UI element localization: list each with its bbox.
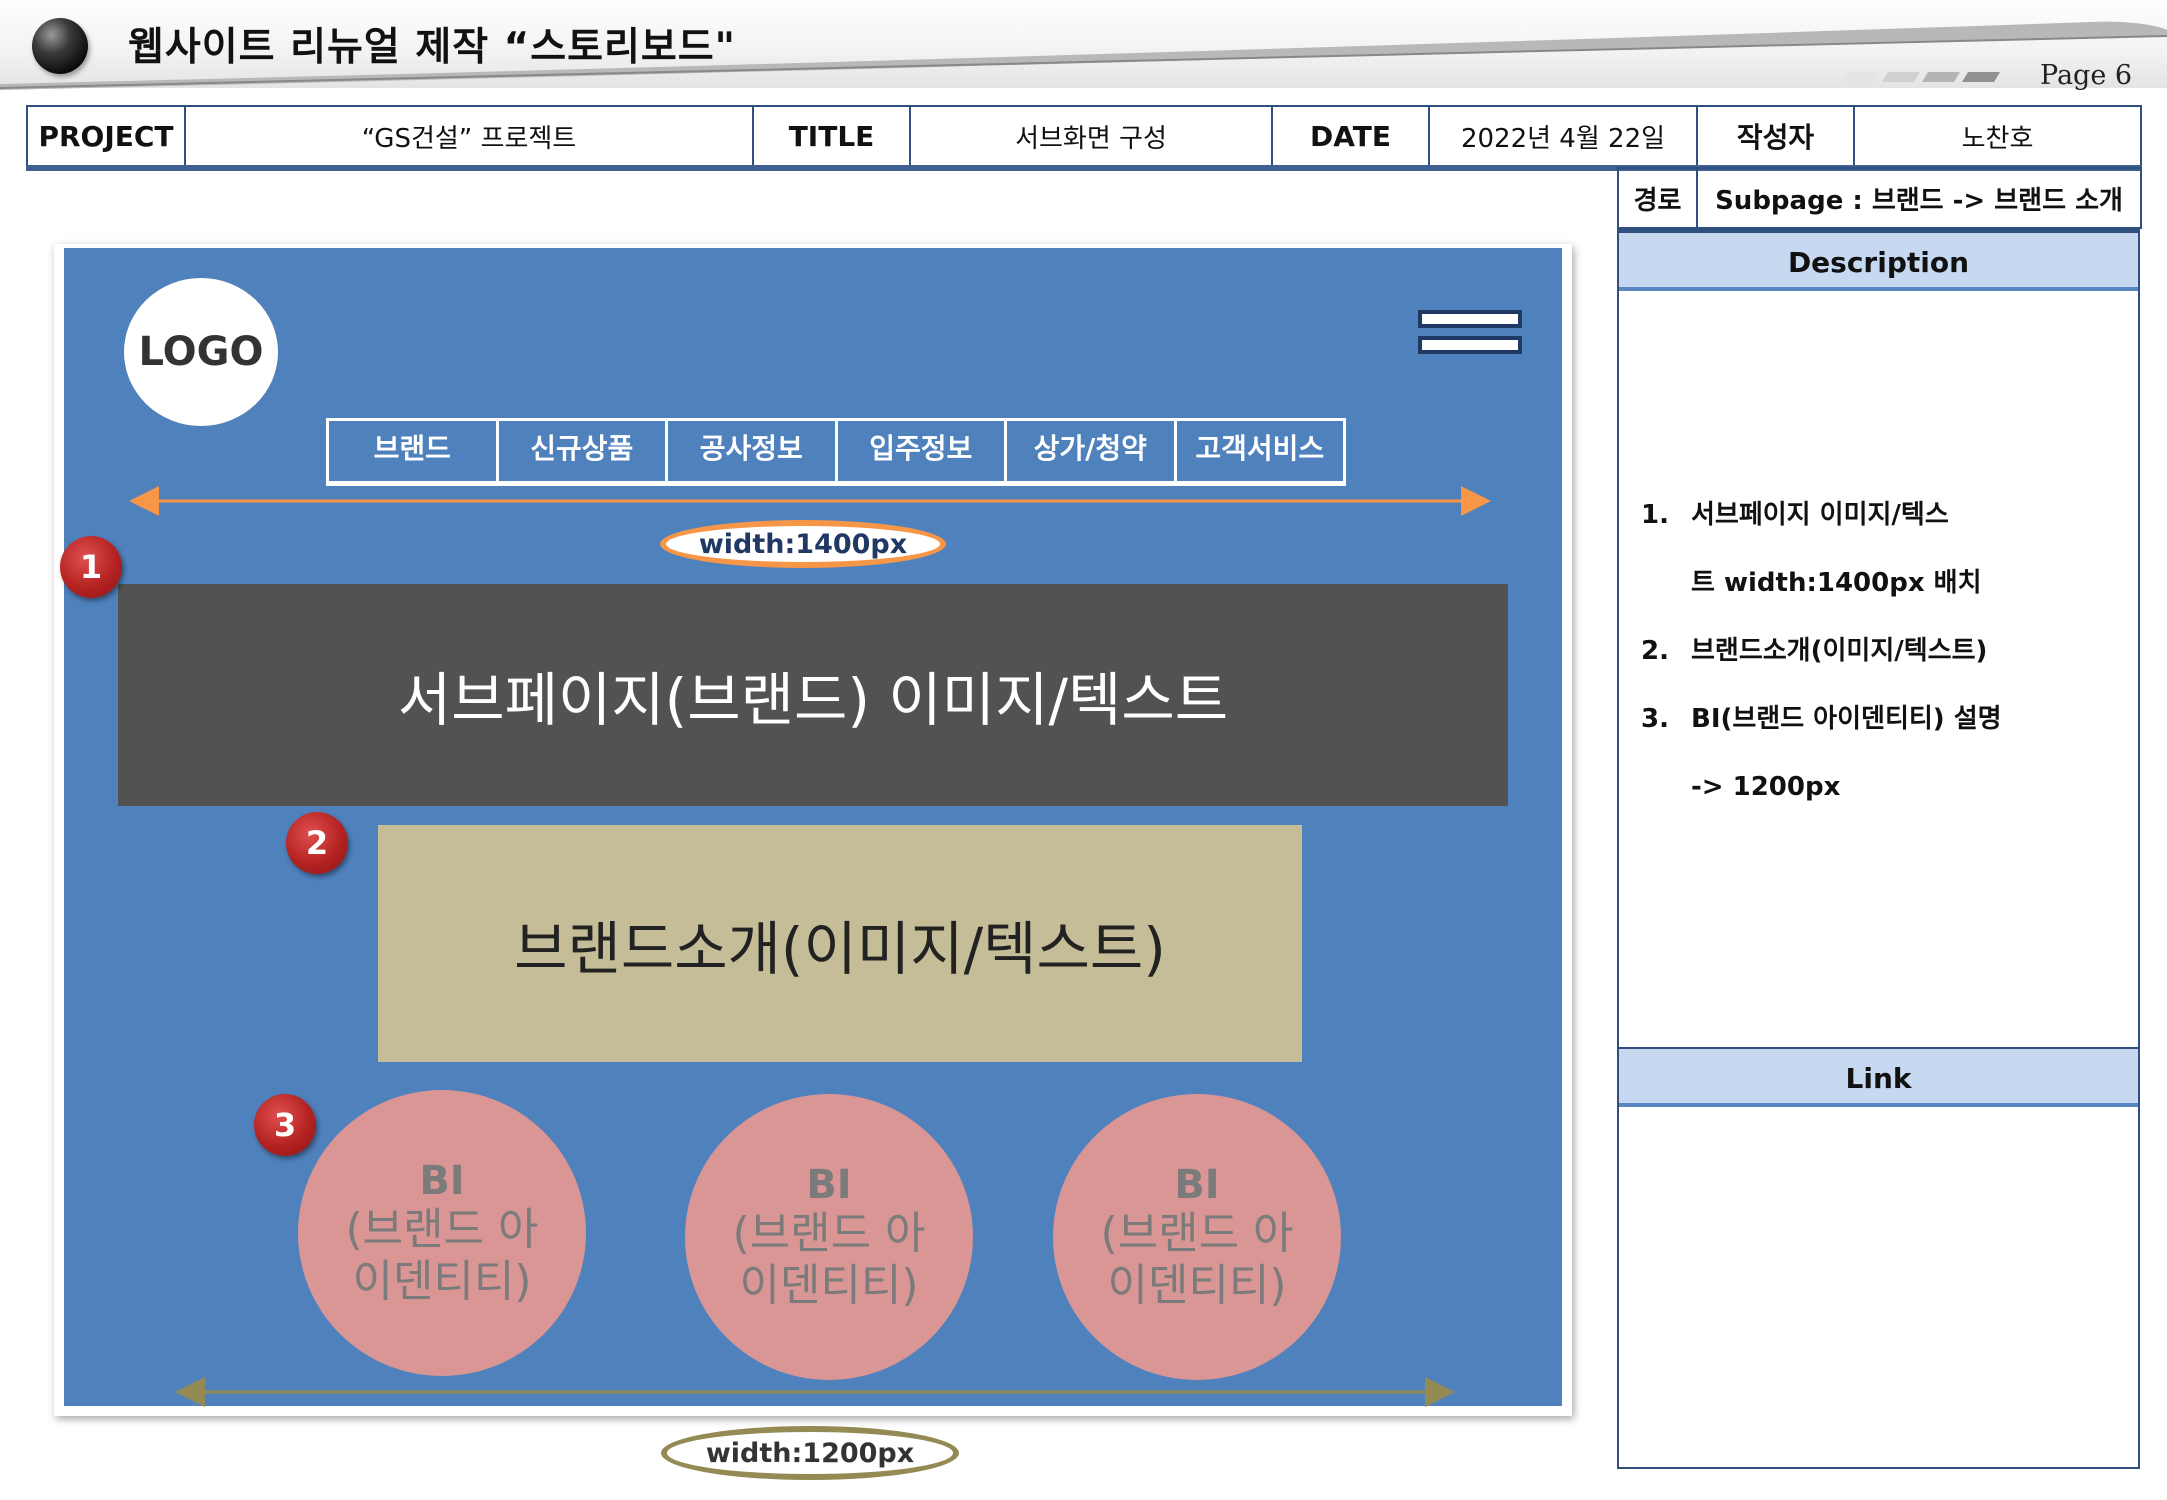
description-panel: Description 1. 서브페이지 이미지/텍스 트 width:1400p… [1617,229,2140,1469]
nav-item-new-products[interactable]: 신규상품 [499,421,668,481]
section-subpage-hero: 서브페이지(브랜드) 이미지/텍스트 [118,584,1508,806]
item-number: 1. [1641,500,1669,530]
bi-title: BI [1174,1162,1220,1208]
list-item: 3. BI(브랜드 아이덴티티) 설명 [1641,685,2002,753]
item-text: BI(브랜드 아이덴티티) 설명 [1691,704,2002,734]
item-number: 3. [1641,704,1669,734]
bi-card: BI (브랜드 아이덴티티) [1053,1094,1341,1380]
item-text-continued: 트 width:1400px 배치 [1691,568,1982,598]
info-table: PROJECT “GS건설” 프로젝트 TITLE 서브화면 구성 DATE 2… [26,105,2142,171]
path-table: 경로 Subpage : 브랜드 -> 브랜드 소개 [1617,167,2142,229]
bi-body: (브랜드 아이덴티티) [1100,1208,1294,1311]
width-1200-label: width:1200px [661,1426,959,1480]
document-title: 웹사이트 리뉴얼 제작 “스토리보드" [128,25,737,70]
bi-title: BI [419,1158,465,1204]
item-text: 브랜드소개(이미지/텍스트) [1691,636,1988,666]
date-label: DATE [1271,105,1430,169]
list-item: 1. 서브페이지 이미지/텍스 [1641,481,2002,549]
bi-title: BI [806,1162,852,1208]
author-label: 작성자 [1696,105,1855,169]
project-label: PROJECT [26,105,186,169]
width-1400-label: width:1400px [660,520,946,568]
nav-item-commercial[interactable]: 상가/청약 [1007,421,1177,481]
item-text-continued: -> 1200px [1691,772,1841,802]
page-label: Page [2040,60,2107,91]
item-number: 2. [1641,636,1669,666]
item-text: 서브페이지 이미지/텍스 [1691,500,1949,530]
nav-item-brand[interactable]: 브랜드 [329,421,499,481]
step-badge-3: 3 [254,1094,316,1156]
hamburger-menu-icon[interactable] [1418,310,1522,366]
bi-card: BI (브랜드 아이덴티티) [298,1090,586,1376]
project-value: “GS건설” 프로젝트 [184,105,754,169]
path-value: Subpage : 브랜드 -> 브랜드 소개 [1696,167,2142,229]
bi-card: BI (브랜드 아이덴티티) [685,1094,973,1380]
bullet-ball-icon [32,18,88,74]
description-list: 1. 서브페이지 이미지/텍스 트 width:1400px 배치 2. 브랜드소개… [1641,481,2002,821]
nav-item-move-in[interactable]: 입주정보 [838,421,1007,481]
decorative-stripes [1842,72,2000,82]
nav-item-customer-service[interactable]: 고객서비스 [1195,432,1325,465]
step-badge-2: 2 [286,812,348,874]
page-value: 6 [2114,60,2133,91]
description-header: Description [1619,231,2138,291]
title-value: 서브화면 구성 [909,105,1273,169]
section-brand-intro: 브랜드소개(이미지/텍스트) [378,825,1302,1062]
bi-body: (브랜드 아이덴티티) [732,1208,926,1311]
main-nav: 브랜드 신규상품 공사정보 입주정보 상가/청약 고객서비스 [326,418,1346,486]
list-item: 2. 브랜드소개(이미지/텍스트) [1641,617,2002,685]
author-value: 노찬호 [1853,105,2142,169]
title-label: TITLE [752,105,911,169]
nav-item-construction[interactable]: 공사정보 [668,421,838,481]
header-swoosh [0,21,2167,91]
date-value: 2022년 4월 22일 [1428,105,1698,169]
page-number: Page 6 [2040,60,2132,91]
logo[interactable]: LOGO [124,278,278,426]
path-label: 경로 [1617,167,1698,229]
link-header: Link [1619,1047,2138,1107]
step-badge-1: 1 [60,536,122,598]
bi-body: (브랜드 아이덴티티) [345,1204,539,1307]
